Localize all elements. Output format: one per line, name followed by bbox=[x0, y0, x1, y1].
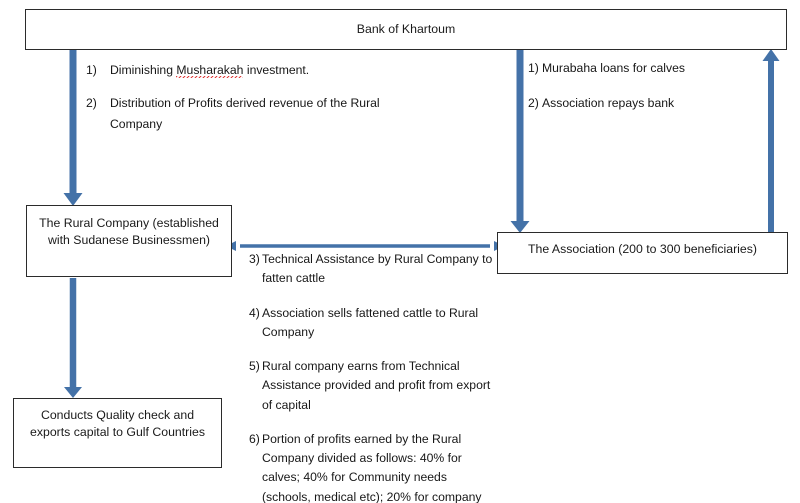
annotation-text: Association sells fattened cattle to Rur… bbox=[262, 305, 479, 339]
annotation-marker: 3) bbox=[249, 252, 260, 266]
node-bank-label: Bank of Khartoum bbox=[356, 22, 456, 37]
rural-to-quality-arrow bbox=[64, 278, 82, 398]
annotation-text: Association repays bank bbox=[542, 95, 675, 110]
annotation-text: Diminishing Musharakah investment. bbox=[110, 60, 386, 81]
annotation-marker: 1) bbox=[86, 63, 97, 77]
annotation-marker: 1) bbox=[528, 61, 539, 75]
annotation-text-after: investment. bbox=[243, 63, 310, 77]
node-rural-company-line1: The Rural Company (established bbox=[39, 216, 219, 230]
annotation-item: 2) Distribution of Profits derived reven… bbox=[86, 93, 386, 135]
node-association[interactable]: The Association (200 to 300 beneficiarie… bbox=[497, 232, 788, 274]
bank-to-association-arrow bbox=[510, 49, 530, 233]
annotation-item: 1) Diminishing Musharakah investment. bbox=[86, 60, 386, 81]
node-quality-label: Conducts Quality check and exports capit… bbox=[14, 407, 221, 440]
association-to-bank-arrow bbox=[762, 49, 780, 232]
annotation-marker: 2) bbox=[86, 95, 97, 110]
annotation-text: Technical Assistance by Rural Company to… bbox=[262, 252, 493, 286]
node-rural-company-label: The Rural Company (established with Suda… bbox=[27, 215, 231, 248]
annotations-bank-to-rural: 1) Diminishing Musharakah investment. 2)… bbox=[86, 60, 386, 135]
node-bank-of-khartoum[interactable]: Bank of Khartoum bbox=[25, 9, 787, 50]
annotation-item: 2) Association repays bank bbox=[528, 93, 763, 114]
annotation-text-before: Diminishing bbox=[110, 63, 177, 77]
node-quality-check-export[interactable]: Conducts Quality check and exports capit… bbox=[13, 398, 222, 468]
annotation-item: 5) Rural company earns from Technical As… bbox=[249, 357, 497, 415]
annotation-text: Portion of profits earned by the Rural C… bbox=[262, 431, 482, 503]
annotation-marker: 4) bbox=[249, 305, 260, 320]
annotation-marker: 2) bbox=[528, 95, 539, 110]
annotation-text: Rural company earns from Technical Assis… bbox=[262, 359, 491, 412]
bank-to-rural-arrow bbox=[63, 49, 83, 206]
node-rural-company-line2: with Sudanese Businessmen) bbox=[48, 232, 210, 247]
annotation-misspelled-word: Musharakah bbox=[176, 63, 244, 78]
node-quality-line1: Conducts Quality check and bbox=[40, 408, 195, 422]
node-rural-company[interactable]: The Rural Company (established with Suda… bbox=[26, 205, 232, 277]
annotation-text: Murabaha loans for calves bbox=[542, 61, 685, 75]
annotation-text: Distribution of Profits derived revenue … bbox=[110, 95, 380, 131]
node-association-label: The Association (200 to 300 beneficiarie… bbox=[528, 242, 757, 256]
annotation-item: 1) Murabaha loans for calves bbox=[528, 58, 763, 79]
annotation-item: 4) Association sells fattened cattle to … bbox=[249, 304, 497, 343]
annotation-item: 6) Portion of profits earned by the Rura… bbox=[249, 430, 497, 503]
annotation-marker: 5) bbox=[249, 359, 260, 374]
annotations-bank-to-association: 1) Murabaha loans for calves 2) Associat… bbox=[528, 58, 763, 128]
annotation-item: 3) Technical Assistance by Rural Company… bbox=[249, 250, 497, 289]
node-quality-line2: exports capital to Gulf Countries bbox=[30, 424, 205, 439]
annotation-marker: 6) bbox=[249, 431, 260, 446]
annotations-rural-association-flows: 3) Technical Assistance by Rural Company… bbox=[249, 250, 497, 503]
